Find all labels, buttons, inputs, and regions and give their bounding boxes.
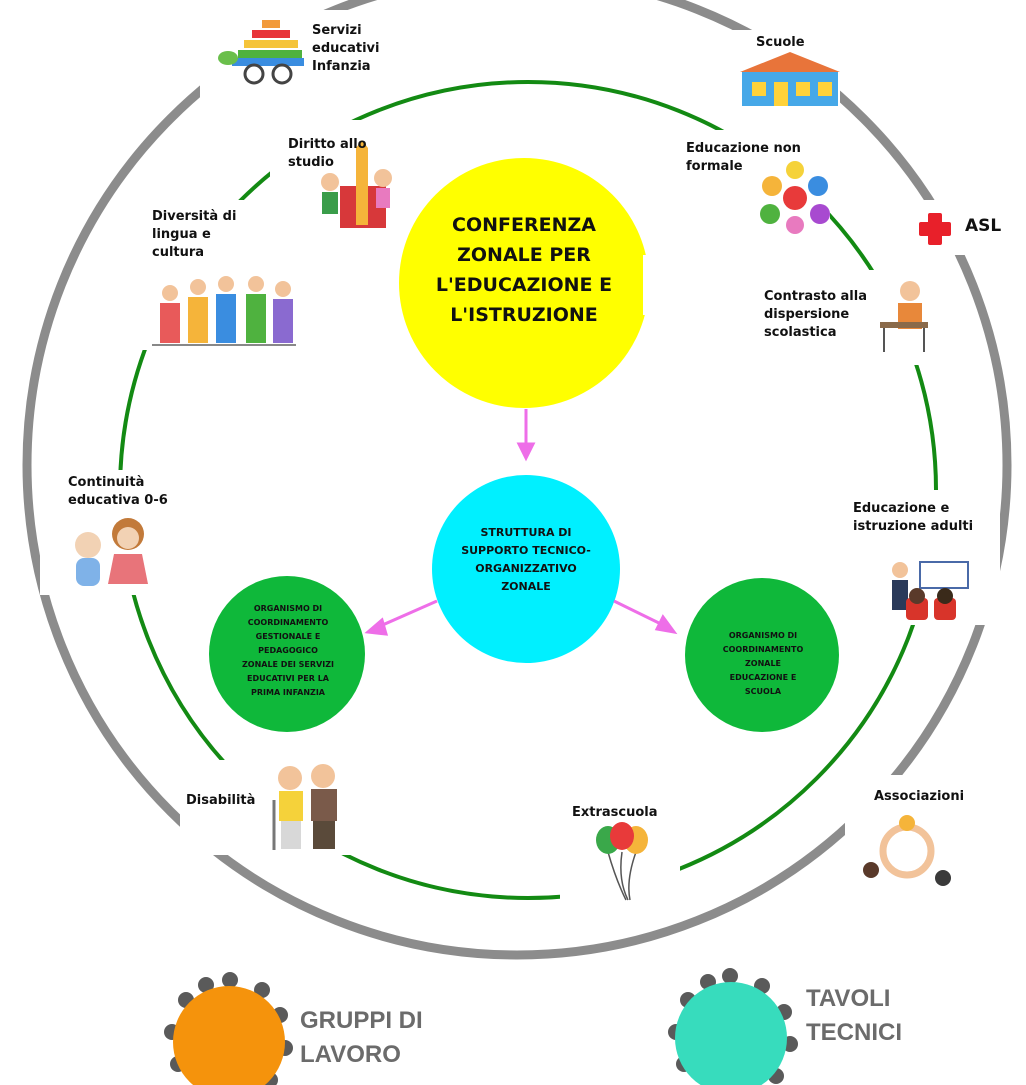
support-circle (432, 475, 620, 663)
holding-hands-icon (863, 815, 951, 886)
adult-class-icon (892, 561, 969, 620)
arrowhead-left (364, 617, 389, 636)
diverse-kids-icon (152, 276, 296, 346)
right-table (675, 982, 787, 1085)
label-diversita-lingua: Diversità di lingua e cultura (152, 209, 237, 260)
left-body-title: ORGANISMO DI COORDINAMENTO GESTIONALE E … (241, 604, 335, 697)
label-extrascuola: Extrascuola (572, 805, 658, 820)
children-books-icon (321, 140, 392, 228)
right-body-title: ORGANISMO DI COORDINAMENTO ZONALE EDUCAZ… (722, 631, 804, 696)
label-asl: ASL (965, 216, 1002, 236)
red-cross-icon (919, 213, 951, 245)
label-contrasto-dispersione: Contrasto alla dispersione scolastica (764, 289, 867, 340)
student-desk-icon (880, 281, 928, 352)
label-scuole: Scuole (756, 35, 805, 50)
label-educazione-non-formale: Educazione non formale (686, 141, 801, 174)
center-circle (399, 158, 649, 408)
label-disabilita: Disabilità (186, 793, 256, 808)
outer-ring (22, 0, 1012, 960)
arrowhead-down (516, 442, 536, 462)
toddlers-icon (75, 518, 148, 586)
balloons-icon (596, 822, 648, 901)
label-educazione-adulti: Educazione e istruzione adulti (853, 501, 974, 534)
center-title: CONFERENZA ZONALE PER L'EDUCAZIONE E L'I… (435, 214, 613, 326)
label-diritto-studio: Diritto allo studio (288, 137, 367, 170)
arrowhead-right (654, 614, 678, 635)
left-table (173, 986, 285, 1085)
people-round-table-icon (164, 972, 293, 1085)
toy-turtle-icon (218, 20, 304, 85)
left-body-circle (209, 576, 365, 732)
school-building-icon (740, 52, 840, 106)
crutches-friends-icon (272, 764, 337, 850)
painted-hands-icon (760, 161, 830, 234)
label-servizi-infanzia: Servizi educativi Infanzia (312, 23, 380, 74)
arrow-to-left-body (377, 599, 438, 629)
right-body-circle (685, 578, 839, 732)
people-round-table-icon (668, 968, 798, 1085)
support-title: STRUTTURA DI SUPPORTO TECNICO- ORGANIZZA… (461, 526, 591, 593)
label-associazioni: Associazioni (874, 789, 965, 804)
label-tavoli-tecnici: TAVOLI TECNICI (806, 985, 902, 1046)
center-circle-notch (643, 255, 651, 315)
label-continuita-educativa: Continuità educativa 0-6 (68, 475, 168, 508)
arrow-to-right-body (613, 599, 664, 627)
label-gruppi-lavoro: GRUPPI DI LAVORO (300, 1007, 423, 1068)
